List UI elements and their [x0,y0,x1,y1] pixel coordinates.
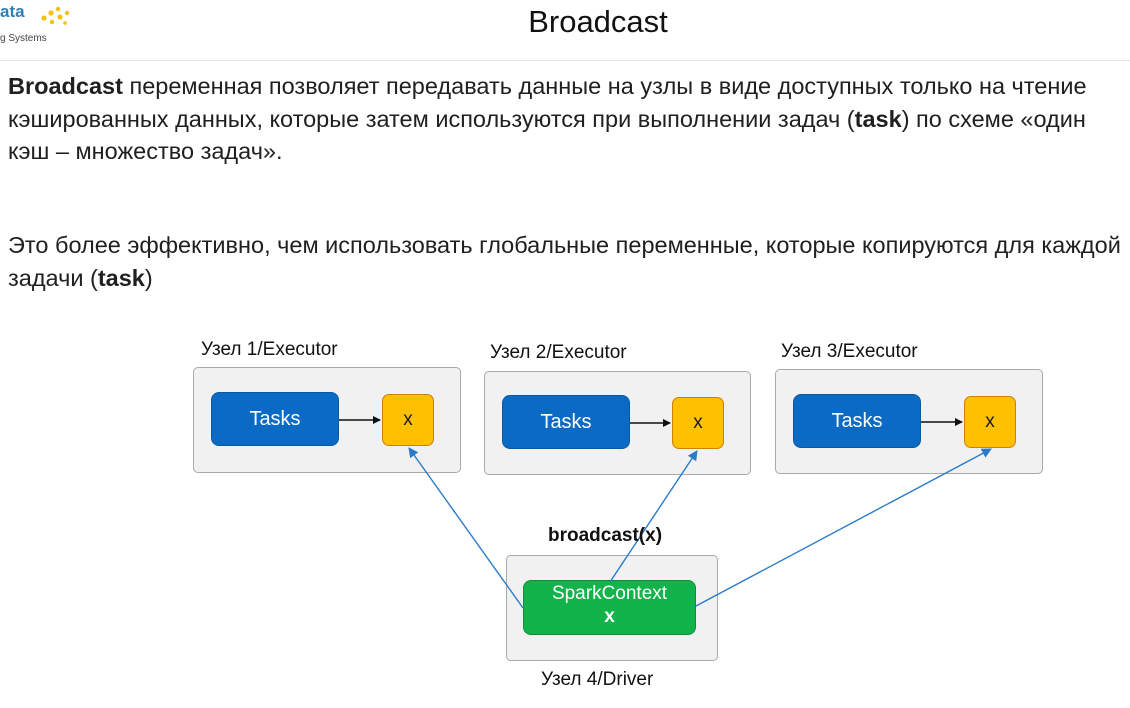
spark-context-label: SparkContext [551,583,668,604]
term-task: task [854,105,902,132]
node3-label: Узел 3/Executor [781,341,918,362]
term-broadcast: Broadcast [8,73,123,99]
logo-dots-icon [41,6,70,25]
node2-cached-var: x [672,397,724,449]
paragraph1-text-b: ) по схеме «один кэш – множество задач». [8,105,1086,165]
broadcast-arrow-node2 [609,450,698,583]
term-task: task [97,264,145,291]
node1-cached-var: x [382,394,434,446]
node2-label: Узел 2/Executor [490,342,627,363]
node1-tasks-box: Tasks [211,392,339,446]
title-divider [0,60,1130,61]
spark-context-box: SparkContext x [523,580,696,635]
paragraph2-text-a: Это более эффективно, чем использовать г… [8,232,1121,291]
paragraph1-text-a: переменная позволяет передавать данные н… [8,73,1087,132]
node3-cached-var: x [964,396,1016,448]
node1-label: Узел 1/Executor [201,339,338,360]
logo-subtitle: g Systems [0,33,47,44]
company-logo: ata g Systems [0,0,90,50]
spark-context-var: x [604,606,615,627]
broadcast-call-label: broadcast(x) [548,525,663,546]
paragraph-broadcast-description: Broadcast переменная позволяет передават… [8,70,1126,168]
node3-tasks-box: Tasks [793,394,921,448]
paragraph2-text-b: ) [144,264,153,291]
slide-title: Broadcast [528,4,668,39]
logo-text: ata [0,2,25,21]
driver-label: Узел 4/Driver [541,669,654,690]
broadcast-arrow-node1 [408,447,524,609]
paragraph-efficiency: Это более эффективно, чем использовать г… [8,229,1126,294]
broadcast-arrow-node3 [695,448,992,607]
node2-tasks-box: Tasks [502,395,630,449]
